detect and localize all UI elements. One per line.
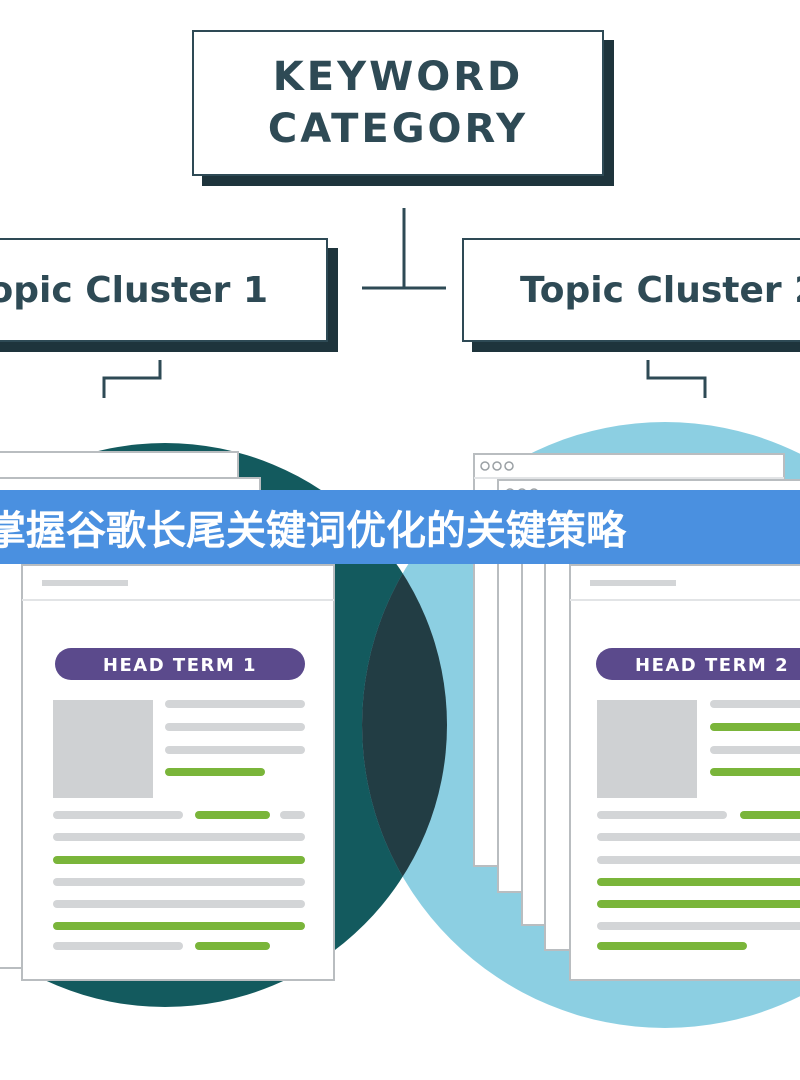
banner-title: 掌握谷歌长尾关键词优化的关键策略 (0, 508, 626, 554)
head-term-1-label: HEAD TERM 1 (103, 655, 257, 676)
topic-cluster-1-label: Topic Cluster 1 (0, 269, 268, 311)
head-term-2-label: HEAD TERM 2 (635, 655, 789, 676)
topic-cluster-1-box: Topic Cluster 1 (0, 238, 328, 342)
head-term-2-pill (596, 648, 800, 680)
keyword-category-line2: CATEGORY (267, 106, 529, 152)
image-placeholder (53, 700, 153, 798)
title-banner: 掌握谷歌长尾关键词优化的关键策略 (0, 490, 800, 564)
head-term-1-pill (55, 648, 305, 680)
text-lines (53, 700, 305, 950)
image-placeholder (597, 700, 697, 798)
keyword-category-box: KEYWORD CATEGORY (192, 30, 604, 176)
text-lines (597, 700, 800, 950)
topic-cluster-2-label: Topic Cluster 2 (520, 269, 800, 311)
connector-lines (102, 208, 707, 398)
keyword-category-line1: KEYWORD (272, 54, 524, 100)
topic-cluster-2-box: Topic Cluster 2 (462, 238, 800, 342)
